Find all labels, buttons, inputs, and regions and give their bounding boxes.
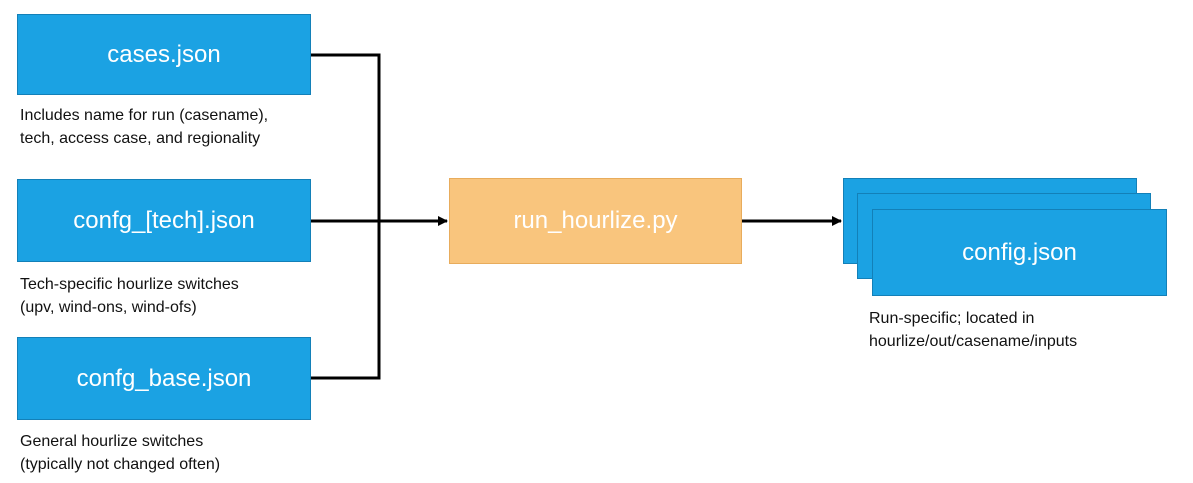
cases-json-box: cases.json: [17, 14, 311, 95]
tech-config-note: Tech-specific hourlize switches (upv, wi…: [20, 276, 239, 316]
tech-config-label: confg_[tech].json: [73, 206, 255, 234]
connector-base: [311, 221, 381, 380]
base-config-note: General hourlize switches (typically not…: [20, 433, 221, 473]
base-config-label: confg_base.json: [76, 364, 252, 392]
cases-json-note: Includes name for run (casename), tech, …: [20, 107, 269, 147]
tech-config-box: confg_[tech].json: [17, 179, 311, 262]
base-config-box: confg_base.json: [17, 337, 311, 420]
config-json-note: Run-specific; located in hourlize/out/ca…: [869, 310, 1078, 350]
run-hourlize-label: run_hourlize.py: [513, 207, 678, 234]
connector-cases: [311, 53, 381, 221]
config-json-label: config.json: [962, 238, 1077, 266]
cases-json-label: cases.json: [107, 40, 221, 68]
config-json-box: config.json: [872, 209, 1167, 296]
run-hourlize-box: run_hourlize.py: [449, 178, 742, 264]
